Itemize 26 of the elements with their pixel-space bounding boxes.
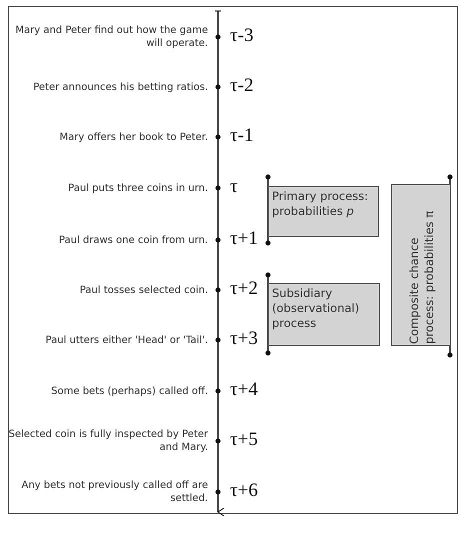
time-label: τ-3 <box>230 26 254 46</box>
time-label: τ+5 <box>230 430 258 450</box>
time-label: τ <box>230 177 238 197</box>
event-text: Mary offers her book to Peter. <box>58 130 208 144</box>
event-text: Some bets (perhaps) called off. <box>50 384 208 398</box>
event-text: Paul draws one coin from urn. <box>58 234 208 246</box>
event-text: Selected coin is fully inspected by Peter and Mary. <box>8 428 208 454</box>
time-label: τ+6 <box>230 481 258 501</box>
time-label: τ+2 <box>230 279 258 299</box>
time-label: τ+1 <box>230 229 258 249</box>
time-label: τ+3 <box>230 329 258 349</box>
event-text: Mary and Peter find out how the game will operate. <box>14 24 208 50</box>
process-box <box>268 283 380 346</box>
event-text: Paul utters either 'Head' or 'Tail'. <box>44 334 208 346</box>
process-label: Subsidiary (observational) process <box>272 286 360 331</box>
process-box <box>268 186 379 237</box>
process-label: Composite chance process: probabilities π <box>407 210 437 344</box>
event-text: Any bets not previously called off are settled. <box>20 479 208 505</box>
time-label: τ-2 <box>230 76 254 96</box>
event-text: Paul tosses selected coin. <box>78 284 208 296</box>
time-label: τ+4 <box>230 380 258 400</box>
event-text: Peter announces his betting ratios. <box>32 80 208 94</box>
process-label: Primary process: probabilities p <box>272 189 370 219</box>
time-label: τ-1 <box>230 126 254 146</box>
event-text: Paul puts three coins in urn. <box>67 182 208 194</box>
process-box <box>391 184 451 346</box>
